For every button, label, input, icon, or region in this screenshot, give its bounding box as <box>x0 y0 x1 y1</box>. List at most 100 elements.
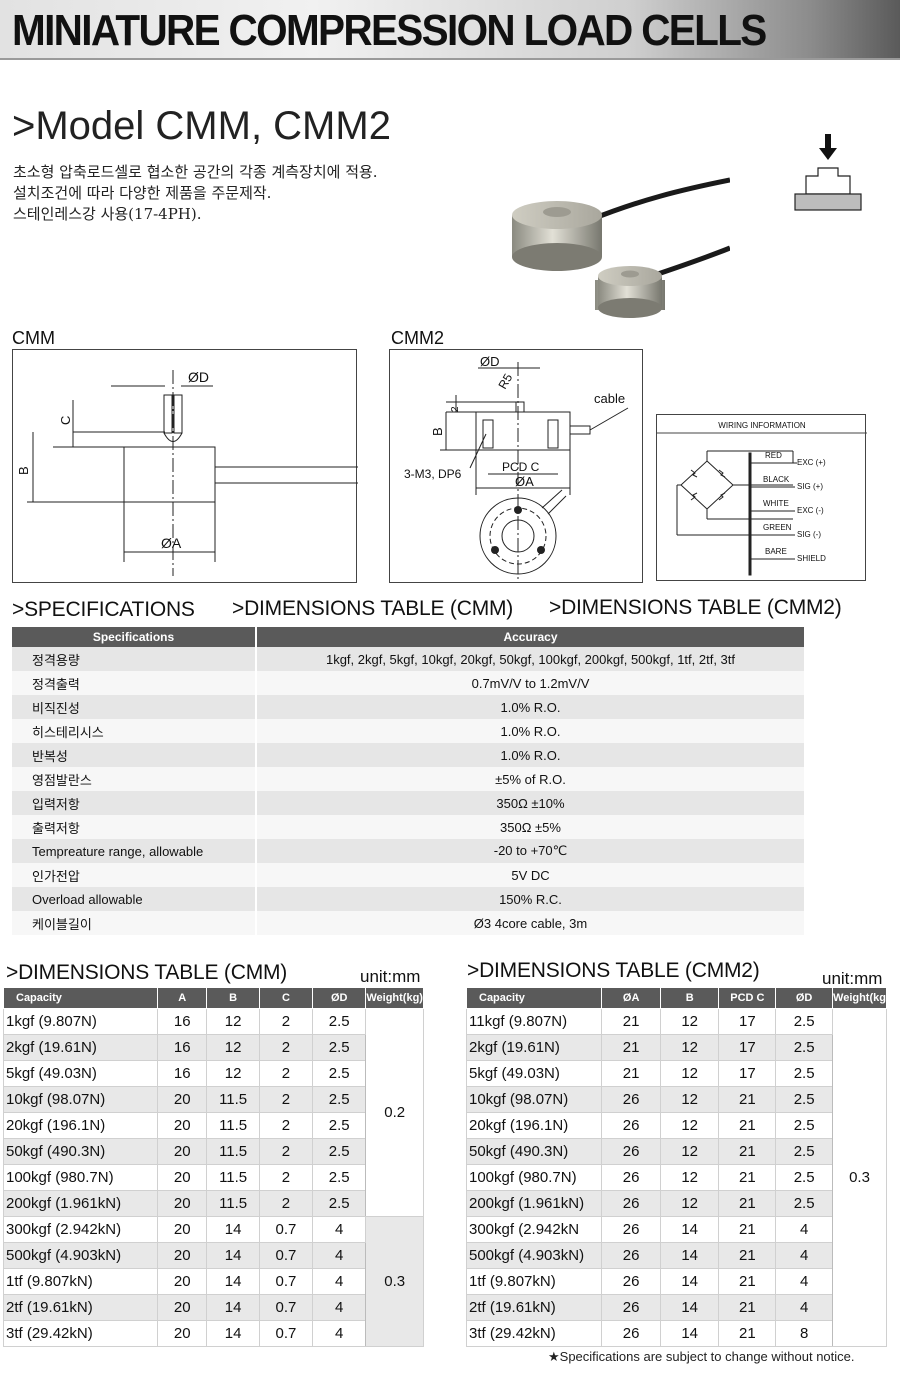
capacity-cell: 10kgf (98.07N) <box>465 1086 603 1113</box>
dim-cell: 2.5 <box>312 1060 367 1087</box>
dim-header: Capacity <box>465 987 603 1009</box>
wire-signal-label: EXC (+) <box>797 458 826 467</box>
cmm2-thread-label: 3-M3, DP6 <box>404 467 462 481</box>
spec-value: 350Ω ±5% <box>256 815 804 839</box>
dim-cell: 14 <box>206 1294 260 1321</box>
dim-cell: 16 <box>157 1060 208 1087</box>
dim-cell: 11.5 <box>206 1164 260 1191</box>
cmm2-r-label: R5 <box>495 371 515 392</box>
dim-cell: 14 <box>659 1294 720 1321</box>
dim-cell: 2.5 <box>775 1164 833 1191</box>
cmm2-two-label: 2 <box>450 406 461 412</box>
capacity-cell: 200kgf (1.961kN) <box>2 1190 159 1217</box>
dim-cell: 21 <box>718 1216 777 1243</box>
wire-signal-label: SHIELD <box>797 554 826 563</box>
capacity-cell: 5kgf (49.03N) <box>465 1060 603 1087</box>
dim-header: A <box>157 987 208 1009</box>
banner-rule <box>0 58 900 60</box>
dim-cell: 12 <box>659 1034 720 1061</box>
load-direction-icon <box>794 134 862 211</box>
capacity-cell: 300kgf (2.942kN <box>465 1216 603 1243</box>
wire-signal-label: EXC (-) <box>797 506 824 515</box>
dim-cell: 21 <box>718 1138 777 1165</box>
dim-cell: 12 <box>659 1060 720 1087</box>
dim-cell: 2 <box>258 1086 314 1113</box>
dim-cell: 12 <box>659 1138 720 1165</box>
capacity-cell: 2tf (19.61kN) <box>465 1294 603 1321</box>
spec-value: ±5% of R.O. <box>256 767 804 791</box>
page-title: MINIATURE COMPRESSION LOAD CELLS <box>12 6 767 55</box>
dim-cell: 20 <box>157 1216 208 1243</box>
dim-cell: 12 <box>659 1086 720 1113</box>
dimensions-table-cmm2: Capacity ØA B PCD C ØD Weight(kg 11kgf (… <box>465 987 887 1347</box>
cmm-od-label: ØD <box>188 369 209 385</box>
cmm-c-label: C <box>58 416 73 425</box>
dim-cell: 12 <box>659 1164 720 1191</box>
capacity-cell: 2kgf (19.61N) <box>2 1034 159 1061</box>
dim-cell: 26 <box>601 1242 661 1269</box>
dim-cell: 14 <box>659 1216 720 1243</box>
wire-color-label: WHITE <box>763 499 789 508</box>
spec-value: 150% R.C. <box>256 887 804 911</box>
change-notice: ★Specifications are subject to change wi… <box>548 1349 855 1364</box>
capacity-cell: 3tf (29.42kN) <box>2 1320 159 1347</box>
dim-header: ØA <box>601 987 661 1009</box>
spec-value: 5V DC <box>256 863 804 887</box>
dim-cell: 2.5 <box>312 1164 367 1191</box>
model-features: 초소형 압축로드셀로 협소한 공간의 각종 계측장치에 적용. 설치조건에 따라… <box>13 162 378 225</box>
dim-cell: 26 <box>601 1320 661 1347</box>
capacity-cell: 2tf (19.61kN) <box>2 1294 159 1321</box>
dim-cell: 2.5 <box>775 1060 833 1087</box>
spec-value: 1.0% R.O. <box>256 743 804 767</box>
dim-cell: 21 <box>601 1008 661 1035</box>
wire-color-label: BLACK <box>763 475 790 484</box>
capacity-cell: 20kgf (196.1N) <box>465 1112 603 1139</box>
dim-cell: 2 <box>258 1164 314 1191</box>
dim-cell: 21 <box>718 1164 777 1191</box>
dim-header: ØD <box>775 987 833 1009</box>
dim-cell: 14 <box>206 1320 260 1347</box>
dim-cell: 20 <box>157 1086 208 1113</box>
dim-cell: 12 <box>206 1034 260 1061</box>
dim-cell: 2 <box>258 1138 314 1165</box>
cmm2-b-label: B <box>430 427 445 436</box>
cmm-b-label: B <box>16 466 31 475</box>
dim-cell: 11.5 <box>206 1086 260 1113</box>
dim-cell: 2.5 <box>312 1034 367 1061</box>
dim-cell: 20 <box>157 1268 208 1295</box>
cmm-diagram-label: CMM <box>12 328 55 348</box>
dim-cell: 12 <box>206 1060 260 1087</box>
dim-cell: 12 <box>659 1112 720 1139</box>
dim-cell: 20 <box>157 1320 208 1347</box>
capacity-cell: 500kgf (4.903kN) <box>2 1242 159 1269</box>
dim-cmm-unit: unit:mm <box>360 967 421 986</box>
dim-cmm2-title: >DIMENSIONS TABLE (CMM2) <box>467 959 760 982</box>
dim-cell: 26 <box>601 1164 661 1191</box>
dim-cell: 21 <box>601 1060 661 1087</box>
dim-cell: 26 <box>601 1190 661 1217</box>
dim-cell: 0.7 <box>258 1216 314 1243</box>
capacity-cell: 1kgf (9.807N) <box>2 1008 159 1035</box>
dim-cell: 20 <box>157 1190 208 1217</box>
spec-name: 출력저항 <box>12 815 257 839</box>
capacity-cell: 300kgf (2.942kN) <box>2 1216 159 1243</box>
dim-cell: 26 <box>601 1216 661 1243</box>
section-dim-cmm2: >DIMENSIONS TABLE (CMM2) <box>549 596 842 619</box>
dim-cell: 11.5 <box>206 1112 260 1139</box>
dim-cell: 26 <box>601 1138 661 1165</box>
